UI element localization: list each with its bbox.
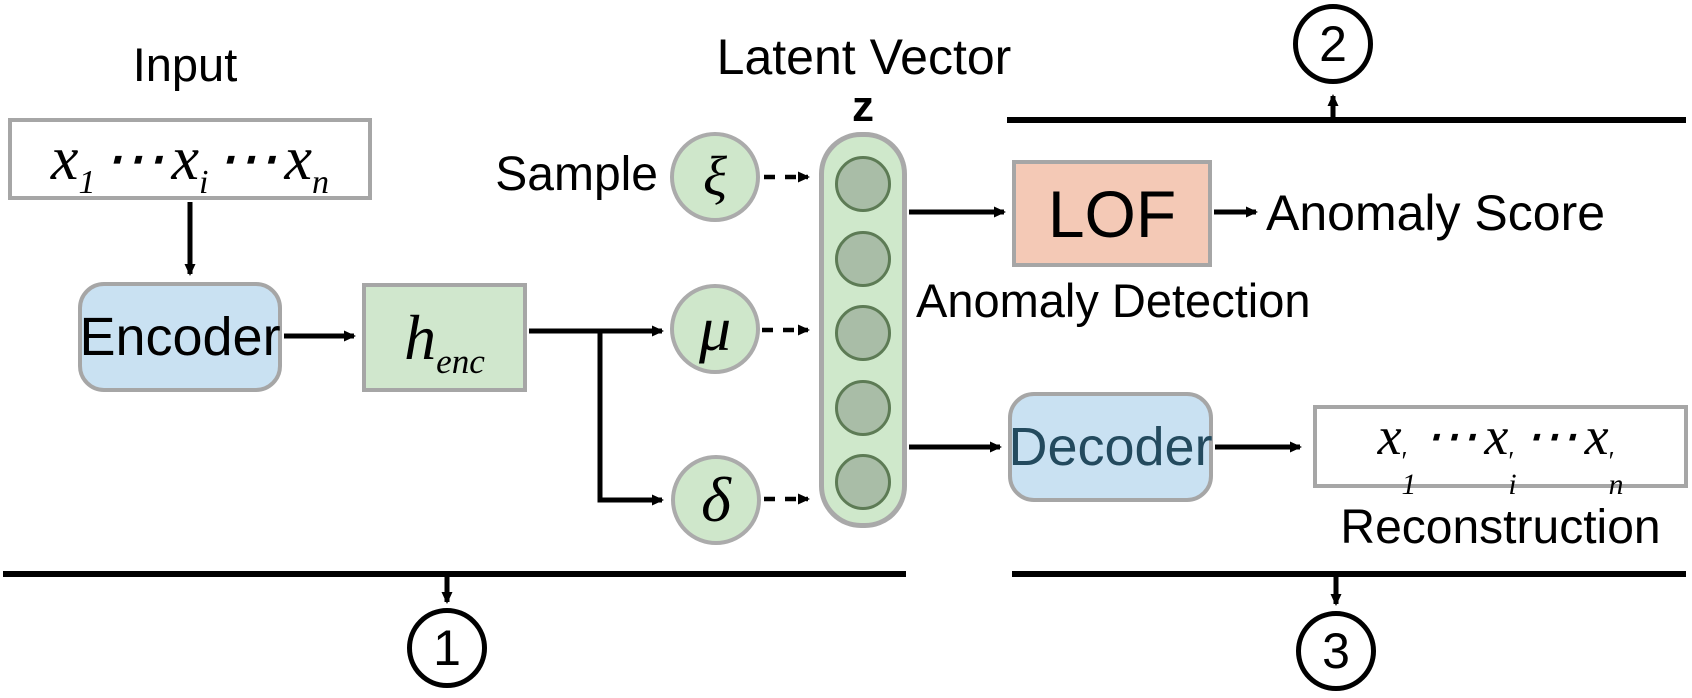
latent-vector-title: Latent Vector — [716, 29, 1012, 85]
step-1-number: 1 — [433, 620, 461, 676]
mu-node: μ — [670, 284, 760, 374]
hidden-state-symbol: h — [404, 301, 437, 373]
mu-symbol: μ — [698, 293, 732, 364]
decoder-label: Decoder — [1008, 417, 1213, 477]
step-1-badge: 1 — [407, 608, 487, 688]
step-3-badge: 3 — [1296, 611, 1376, 691]
step-2-number: 2 — [1319, 16, 1347, 72]
reconstruction-label: Reconstruction — [1340, 501, 1661, 554]
encoder-box: Encoder — [78, 282, 282, 392]
step-2-badge: 2 — [1293, 4, 1373, 84]
lof-label: LOF — [1047, 176, 1177, 251]
step-3-number: 3 — [1322, 623, 1350, 679]
reconstruction-sequence-expression: x′1⋯x′i⋯x′n — [1377, 405, 1624, 501]
latent-cell — [835, 380, 891, 436]
latent-cell — [835, 454, 891, 510]
latent-z-label: z — [852, 82, 874, 131]
delta-symbol: δ — [701, 464, 731, 535]
latent-vector-container — [819, 132, 907, 528]
latent-cell — [835, 156, 891, 212]
input-label: Input — [132, 38, 238, 91]
sample-label: Sample — [495, 148, 658, 201]
anomaly-detection-label: Anomaly Detection — [916, 274, 1311, 327]
henc-to-delta-arrow — [597, 331, 664, 506]
xi-symbol: ξ — [703, 146, 727, 208]
decoder-box: Decoder — [1008, 392, 1213, 502]
delta-node: δ — [671, 455, 761, 545]
xi-node: ξ — [670, 132, 760, 222]
encoder-label: Encoder — [79, 307, 281, 367]
lof-box: LOF — [1012, 160, 1212, 267]
hidden-state-subscript: enc — [436, 342, 485, 382]
latent-cell — [835, 231, 891, 287]
reconstruction-sequence-box: x′1⋯x′i⋯x′n — [1313, 405, 1688, 501]
latent-cell — [835, 305, 891, 361]
anomaly-score-label: Anomaly Score — [1266, 185, 1606, 241]
